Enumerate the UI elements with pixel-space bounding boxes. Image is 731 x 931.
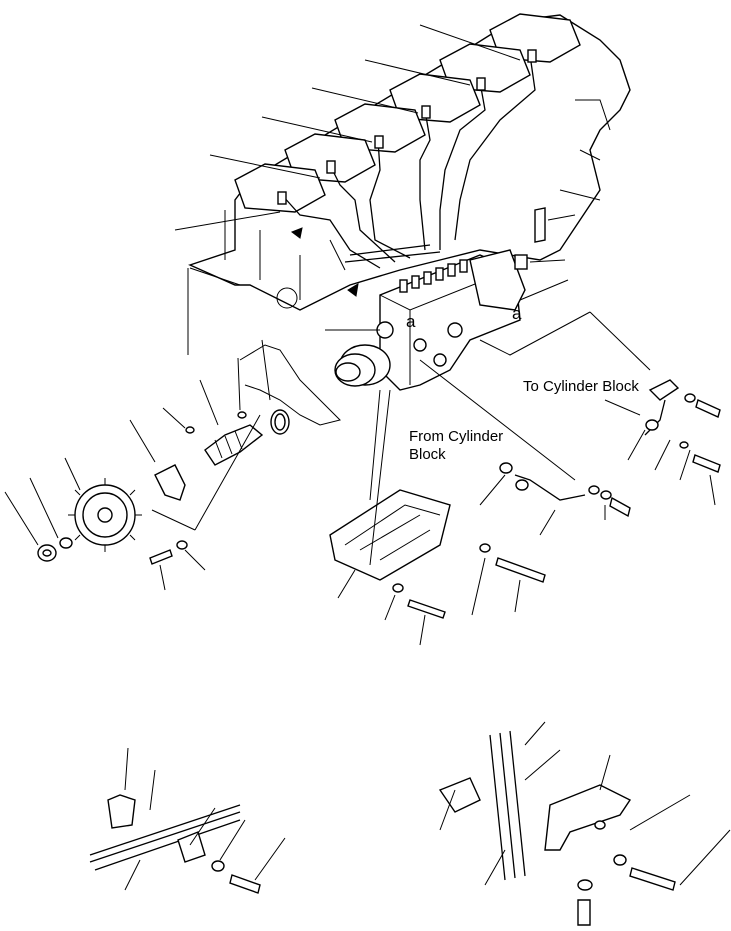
reference-mark-a-bolt: a bbox=[512, 304, 522, 323]
from-cylinder-block-label-line1: From Cylinder bbox=[409, 428, 504, 445]
pipe-clamp-detail-left bbox=[89, 747, 286, 894]
reference-mark-a-pump: a bbox=[406, 312, 416, 331]
injection-pipes bbox=[277, 49, 537, 297]
oil-pipes bbox=[499, 207, 721, 518]
pump-bracket bbox=[329, 489, 546, 619]
pump-drive-parts bbox=[37, 409, 290, 565]
pipe-clamp-detail-right bbox=[438, 721, 731, 926]
from-cylinder-block-label-line2: Block bbox=[409, 446, 446, 463]
injection-pump bbox=[334, 249, 526, 391]
to-cylinder-block-label: To Cylinder Block bbox=[523, 378, 639, 395]
leader-lines bbox=[4, 24, 716, 646]
